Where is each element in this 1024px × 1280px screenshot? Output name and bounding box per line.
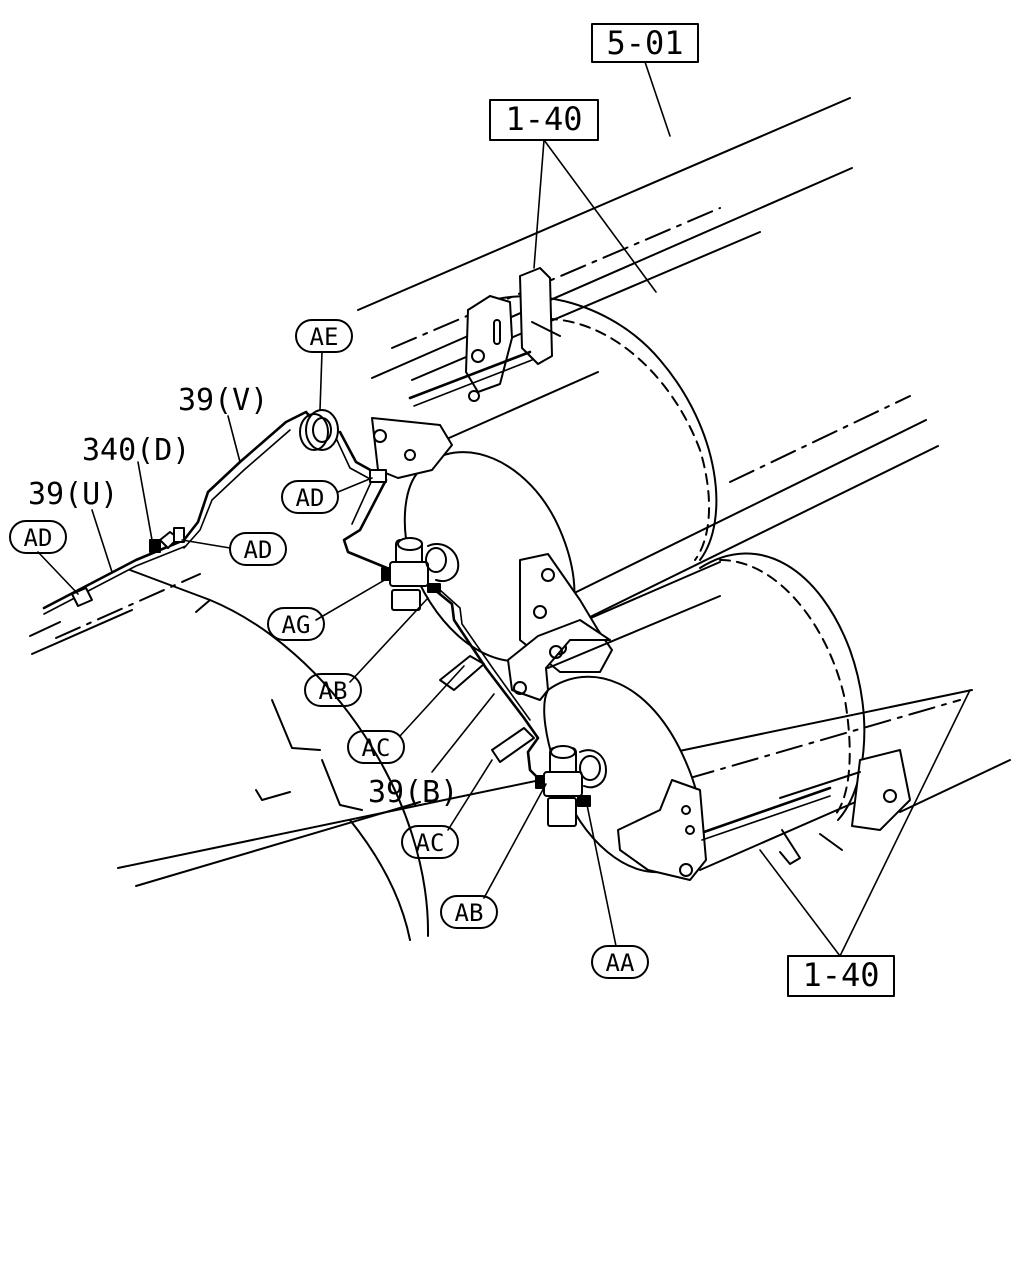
section-ref-text: 1-40 [802, 956, 879, 994]
lower-air-tank [507, 552, 911, 881]
fittings [71, 409, 607, 827]
callout-ab-lower[interactable]: AB [440, 895, 498, 929]
callout-text: AD [244, 536, 273, 564]
callout-text: AB [319, 677, 348, 705]
section-reference-1-40-lower[interactable]: 1-40 [787, 955, 895, 997]
callout-ad-left[interactable]: AD [9, 520, 67, 554]
callout-ag[interactable]: AG [267, 607, 325, 641]
part-label-39v: 39(V) [178, 383, 268, 418]
callout-text: AG [282, 611, 311, 639]
rear-left-tank [129, 569, 430, 941]
callout-text: AB [455, 899, 484, 927]
part-label-39u: 39(U) [28, 477, 118, 512]
section-ref-text: 5-01 [606, 24, 683, 62]
leader-lines [37, 61, 971, 957]
callout-ae[interactable]: AE [295, 319, 353, 353]
callout-ad-mid[interactable]: AD [229, 532, 287, 566]
brake-pipes [42, 350, 832, 841]
callout-ad-upper[interactable]: AD [281, 480, 339, 514]
part-labels: 39(V) 340(D) 39(U) 39(B) [28, 383, 458, 810]
callout-text: AE [310, 323, 339, 351]
frame-rails [29, 97, 1011, 887]
part-label-340d: 340(D) [82, 433, 190, 468]
section-reference-1-40-upper[interactable]: 1-40 [489, 99, 599, 141]
callout-text: AD [24, 524, 53, 552]
callout-text: AC [362, 734, 391, 762]
callout-aa[interactable]: AA [591, 945, 649, 979]
callout-text: AC [416, 829, 445, 857]
top-bracket [465, 267, 561, 402]
part-label-39b: 39(B) [368, 775, 458, 810]
callout-text: AD [296, 484, 325, 512]
callout-ab-upper[interactable]: AB [304, 673, 362, 707]
callout-text: AA [606, 949, 635, 977]
section-ref-text: 1-40 [505, 100, 582, 138]
section-reference-5-01[interactable]: 5-01 [591, 23, 699, 63]
callout-ac-lower[interactable]: AC [401, 825, 459, 859]
callout-ac-upper[interactable]: AC [347, 730, 405, 764]
